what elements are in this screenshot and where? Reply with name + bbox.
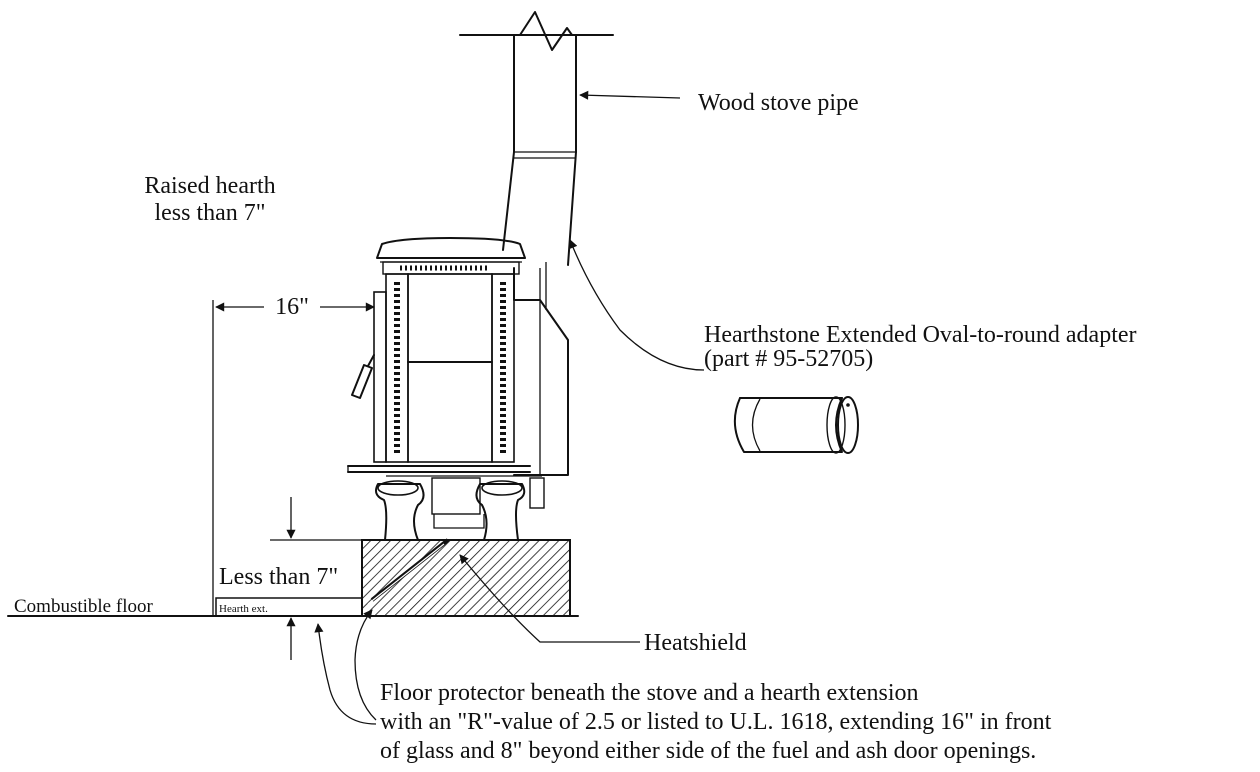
hearth-extension: [215, 597, 363, 617]
note-line3: of glass and 8" beyond either side of th…: [380, 738, 1036, 764]
hearth-ext-label: Hearth ext.: [219, 603, 268, 615]
raised-hearth: [361, 539, 571, 617]
floor-protector-leader-right: [354, 609, 377, 721]
wood-stove: [347, 237, 569, 541]
floor-protector-leader-left: [314, 623, 377, 725]
heatshield-label: Heatshield: [644, 630, 747, 656]
less-than-label: Less than 7": [219, 564, 338, 590]
combustible-floor-label: Combustible floor: [14, 596, 153, 617]
oval-to-round-adapter: [733, 396, 859, 454]
adapter-label-line1: Hearthstone Extended Oval-to-round adapt…: [704, 322, 1137, 348]
raised-hearth-label-line2: less than 7": [154, 200, 265, 226]
sixteen-inch-label: 16": [275, 294, 309, 320]
heatshield-plate: [370, 538, 450, 602]
heatshield-leader: [459, 554, 640, 643]
raised-hearth-label-line1: Raised hearth: [144, 173, 275, 199]
pipe-leader: [579, 90, 681, 100]
adapter-leader: [568, 239, 705, 371]
stove-pipe: [459, 11, 614, 266]
adapter-label-line2: (part # 95-52705): [704, 346, 873, 372]
pipe-label: Wood stove pipe: [698, 90, 859, 116]
note-line1: Floor protector beneath the stove and a …: [380, 680, 919, 706]
note-line2: with an "R"-value of 2.5 or listed to U.…: [380, 709, 1052, 735]
